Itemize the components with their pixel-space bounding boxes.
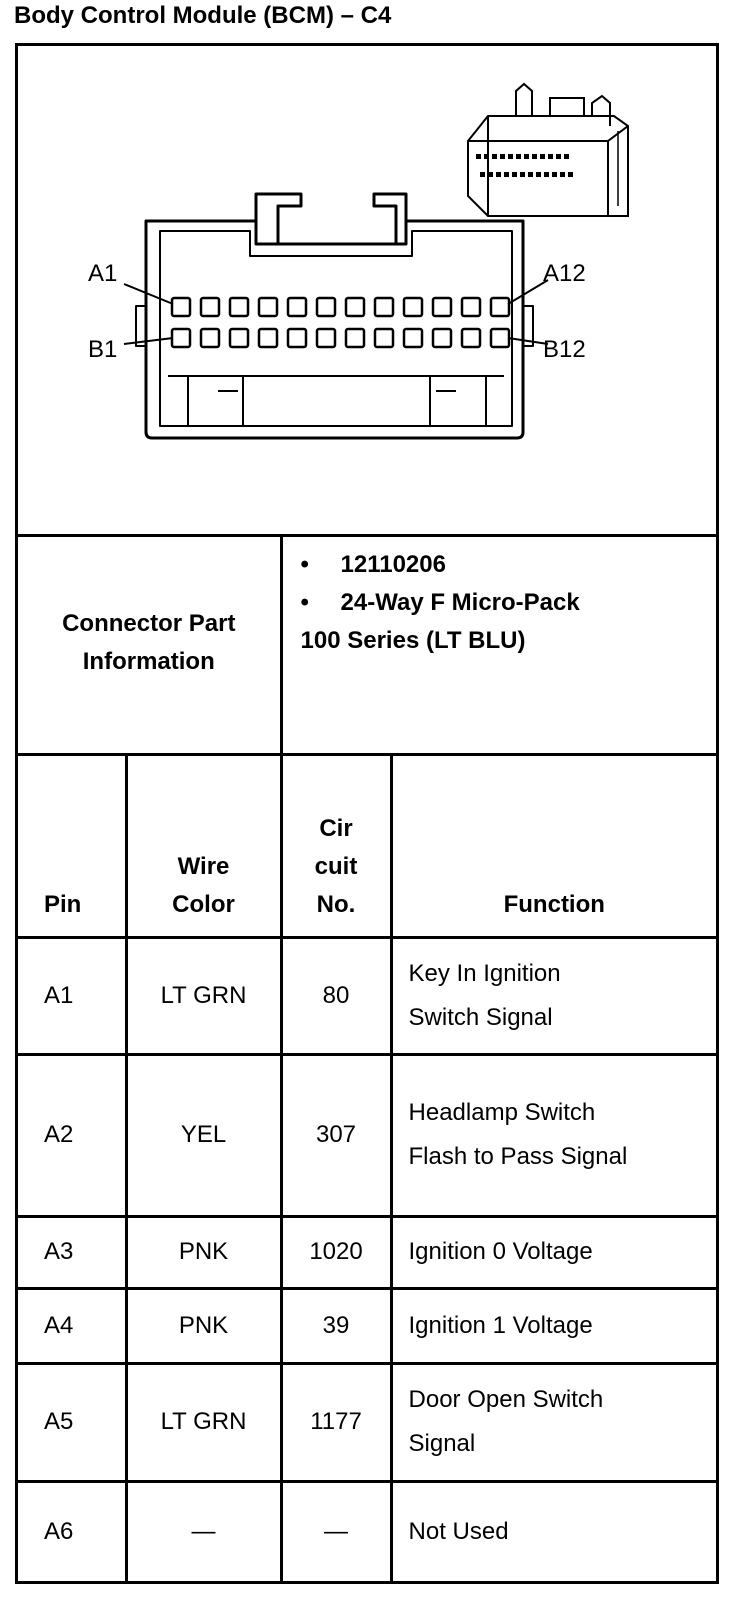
connector-type: •24-Way F Micro-Pack: [300, 589, 580, 616]
cell-pin: A4: [18, 1286, 128, 1365]
label-a1: A1: [88, 260, 117, 287]
header-wire-color: Wire Color: [124, 752, 283, 939]
cell-function: Ignition 0 Voltage: [389, 1214, 717, 1290]
cell-pin: A3: [18, 1214, 128, 1290]
cell-circuit: 39: [279, 1286, 393, 1365]
header-function: Function: [389, 752, 717, 939]
cell-wire-color: —: [124, 1479, 283, 1581]
header-circuit: Cir cuit No.: [279, 752, 393, 939]
cell-circuit: —: [279, 1479, 393, 1581]
cell-wire-color: YEL: [124, 1052, 283, 1218]
connector-info-label: Connector Part Information: [18, 534, 283, 756]
pin-row-a: [170, 296, 511, 318]
cell-function: Headlamp Switch Flash to Pass Signal: [389, 1052, 717, 1218]
label-a12: A12: [543, 260, 586, 287]
page-title: Body Control Module (BCM) – C4: [14, 2, 392, 29]
connector-sheet: A1 A12 B1 B12: [15, 43, 719, 1584]
cell-wire-color: LT GRN: [124, 1361, 283, 1483]
connector-info-row: Connector Part Information •12110206 •24…: [18, 534, 717, 756]
table-row: A4 PNK 39 Ignition 1 Voltage: [18, 1286, 717, 1365]
cell-wire-color: PNK: [124, 1214, 283, 1290]
connector-info-values: •12110206 •24-Way F Micro-Pack 100 Serie…: [279, 534, 717, 756]
cell-wire-color: LT GRN: [124, 935, 283, 1056]
cell-circuit: 307: [279, 1052, 393, 1218]
table-row: A3 PNK 1020 Ignition 0 Voltage: [18, 1214, 717, 1290]
cell-function: Key In Ignition Switch Signal: [389, 935, 717, 1056]
pin-row-b: [170, 327, 511, 349]
cell-wire-color: PNK: [124, 1286, 283, 1365]
cell-function: Door Open Switch Signal: [389, 1361, 717, 1483]
connector-3d-illustration: [467, 82, 629, 217]
header-pin: Pin: [18, 752, 128, 939]
connector-diagram: A1 A12 B1 B12: [18, 46, 716, 537]
part-number: •12110206: [300, 551, 446, 578]
cell-circuit: 80: [279, 935, 393, 1056]
pin-leaders: [123, 279, 549, 345]
table-row: A1 LT GRN 80 Key In Ignition Switch Sign…: [18, 935, 717, 1056]
cell-pin: A1: [18, 935, 128, 1056]
connector-face-drawing: A1 A12 B1 B12: [88, 82, 629, 440]
label-b12: B12: [543, 336, 586, 363]
table-row: A2 YEL 307 Headlamp Switch Flash to Pass…: [18, 1052, 717, 1218]
table-row: A6 — — Not Used: [18, 1479, 717, 1581]
table-header-row: Pin Wire Color Cir cuit No. Function: [18, 752, 717, 939]
cell-pin: A6: [18, 1479, 128, 1581]
pinout-table: Connector Part Information •12110206 •24…: [18, 534, 717, 1581]
cell-pin: A2: [18, 1052, 128, 1218]
table-row: A5 LT GRN 1177 Door Open Switch Signal: [18, 1361, 717, 1483]
label-b1: B1: [88, 336, 117, 363]
cell-pin: A5: [18, 1361, 128, 1483]
cell-function: Not Used: [389, 1479, 717, 1581]
cell-circuit: 1020: [279, 1214, 393, 1290]
connector-series: 100 Series (LT BLU): [300, 627, 526, 654]
cell-circuit: 1177: [279, 1361, 393, 1483]
cell-function: Ignition 1 Voltage: [389, 1286, 717, 1365]
